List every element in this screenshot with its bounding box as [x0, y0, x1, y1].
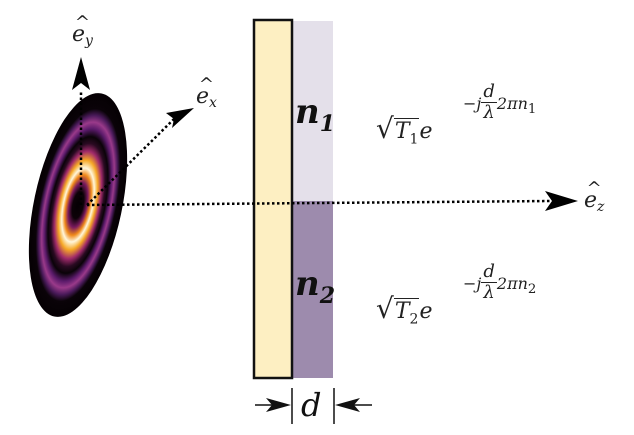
ey-subscript: y [85, 33, 93, 49]
ex-axis-line [86, 117, 176, 206]
exp-prefix: −j [463, 94, 482, 113]
n2-label: n2 [295, 264, 335, 309]
sqrt-radicand: T1 [393, 118, 420, 148]
sqrt-symbol: √ [376, 292, 394, 325]
hat-symbol: ^ [198, 74, 215, 95]
n1-subscript: 1 [319, 111, 336, 137]
hat-symbol: ^ [586, 178, 602, 199]
region-n1 [292, 21, 333, 201]
exp-base: e [419, 299, 433, 324]
ez-subscript: z [597, 199, 605, 215]
exp-prefix: −j [463, 274, 482, 293]
frac-denominator: λ [483, 282, 495, 303]
frac-numerator: d [481, 81, 497, 103]
sqrt-radicand: T2 [393, 298, 420, 328]
ez-symbol: e [584, 188, 598, 213]
region-n2 [292, 201, 333, 378]
frac-numerator: d [481, 261, 497, 283]
n2-symbol: n [295, 264, 320, 304]
ex-arrow-icon [166, 108, 194, 128]
phase-plate-base [254, 20, 292, 378]
ex-label: ^ ex [196, 74, 217, 111]
sqrt-symbol: √ [376, 112, 394, 145]
exp-base: e [419, 119, 433, 144]
thickness-label: d [301, 386, 322, 424]
exp-suffix-subscript: 1 [527, 102, 537, 118]
ez-arrow-icon [545, 191, 578, 211]
frac-denominator: λ [483, 102, 495, 123]
beam-profile [28, 93, 128, 317]
n1-symbol: n [295, 92, 320, 132]
t-symbol: T [394, 119, 410, 144]
ey-label: ^ ey [72, 12, 93, 49]
ez-label: ^ ez [584, 178, 605, 215]
ey-symbol: e [72, 22, 86, 47]
hat-symbol: ^ [74, 12, 91, 33]
ez-axis-line [86, 199, 551, 207]
t-subscript: 2 [409, 311, 419, 328]
beam-ellipse [28, 93, 128, 317]
exp-suffix: 2πn [496, 94, 528, 113]
exp-suffix-subscript: 2 [527, 282, 537, 298]
thickness-arrow-right-icon [335, 398, 360, 412]
ex-subscript: x [209, 95, 217, 111]
thickness-arrow-left-icon [266, 398, 291, 412]
t-subscript: 1 [409, 131, 419, 148]
t-symbol: T [394, 299, 410, 324]
ey-arrow-icon [72, 57, 90, 90]
phase-plate-border [252, 18, 294, 380]
ex-symbol: e [196, 84, 210, 109]
n2-subscript: 2 [319, 283, 336, 309]
n1-label: n1 [295, 92, 335, 137]
exp-suffix: 2πn [496, 274, 528, 293]
